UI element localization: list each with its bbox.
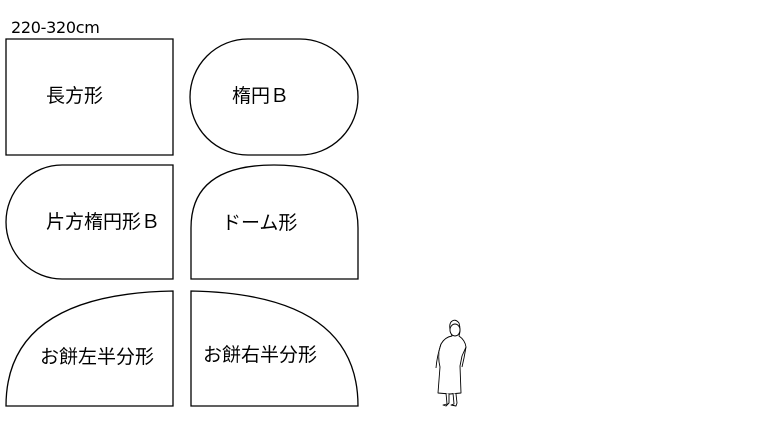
figure-left-leg — [442, 392, 450, 407]
figure-left-arm — [435, 343, 442, 369]
human-scale-figure — [435, 319, 467, 407]
shape-omochi-right-half[interactable]: お餅右半分形 — [190, 290, 359, 407]
rectangle-label: 長方形 — [46, 85, 103, 107]
size-range-label: 220-320cm — [11, 18, 100, 37]
figure-right-leg — [450, 392, 458, 407]
shape-rectangle[interactable]: 長方形 — [5, 38, 174, 156]
dome-outline — [190, 164, 359, 280]
dome-label: ドーム形 — [222, 212, 297, 234]
ellipse-b-label: 楕円Ｂ — [232, 85, 289, 107]
ellipse-b-outline — [189, 38, 359, 156]
omochi-right-outline — [190, 290, 359, 407]
shape-dome[interactable]: ドーム形 — [190, 164, 359, 280]
shape-omochi-left-half[interactable]: お餅左半分形 — [5, 290, 174, 407]
shape-half-ellipse-b[interactable]: 片方楕円形Ｂ — [5, 164, 174, 280]
figure-right-arm — [461, 346, 467, 368]
rectangle-outline — [5, 38, 174, 156]
omochi-left-outline — [5, 290, 174, 407]
figure-head — [449, 323, 461, 337]
half-ellipse-b-outline — [5, 164, 174, 280]
omochi-left-label: お餅左半分形 — [40, 346, 154, 368]
half-ellipse-b-label: 片方楕円形Ｂ — [46, 211, 160, 233]
shape-ellipse-b[interactable]: 楕円Ｂ — [189, 38, 359, 156]
omochi-right-label: お餅右半分形 — [203, 344, 317, 366]
